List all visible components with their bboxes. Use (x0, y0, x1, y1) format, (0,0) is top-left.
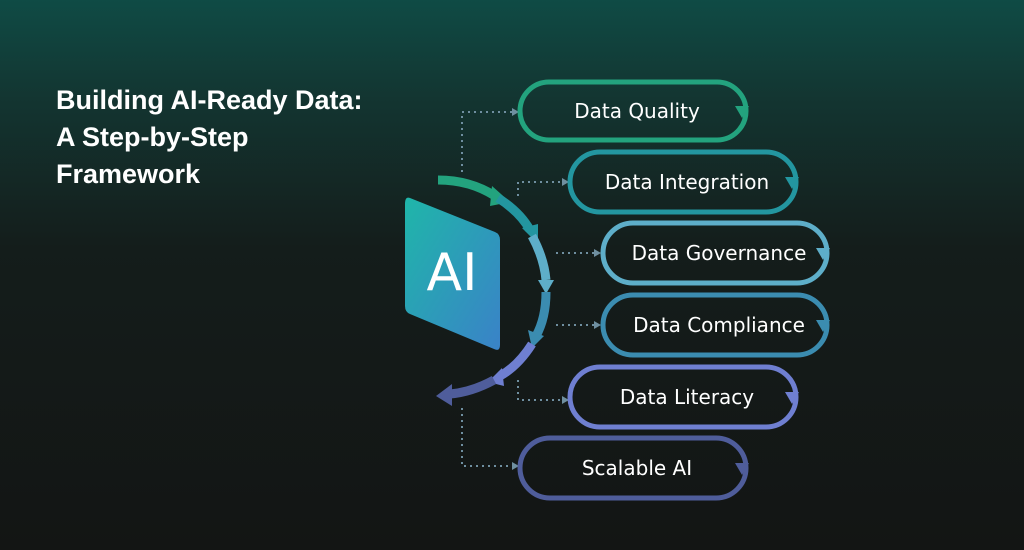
arc-segment (449, 376, 497, 399)
step-arrowhead (785, 177, 799, 189)
arc-segment (532, 291, 551, 339)
step-label: Data Compliance (633, 313, 805, 337)
step-arrowhead (735, 463, 749, 475)
connector-arrowheads (512, 108, 601, 470)
connector-line (461, 408, 512, 467)
arc-arrowhead (436, 384, 452, 406)
step-arrowhead (816, 248, 830, 260)
step-arrowhead (785, 392, 799, 404)
connector-arrowhead (562, 396, 569, 404)
step-data-governance: Data Governance (600, 220, 830, 286)
step-label: Data Integration (605, 170, 769, 194)
connector-arrowhead (594, 249, 601, 257)
step-data-literacy: Data Literacy (567, 364, 799, 430)
arc-arrowhead (538, 280, 554, 294)
step-label: Data Literacy (620, 385, 754, 409)
ai-badge-shape (405, 197, 500, 350)
arc-segment (528, 233, 551, 281)
step-data-compliance: Data Compliance (600, 292, 830, 358)
step-label: Data Governance (632, 241, 807, 265)
diagram-title: Building AI-Ready Data: A Step-by-Step F… (56, 82, 436, 193)
step-data-integration: Data Integration (567, 149, 799, 215)
title-line-2: A Step-by-Step (56, 122, 249, 152)
ai-badge: AI (405, 197, 500, 350)
connector-line (517, 181, 562, 196)
step-arrowhead (735, 106, 749, 118)
cycle-arrow (436, 175, 554, 406)
step-label: Scalable AI (582, 456, 692, 480)
connector-arrowhead (594, 321, 601, 329)
connector-line (517, 380, 562, 401)
connector-arrowhead (562, 178, 569, 186)
connector-line (461, 111, 512, 172)
connectors (461, 111, 594, 467)
arc-segment (437, 175, 498, 200)
arc-segment (495, 194, 534, 233)
step-data-quality: Data Quality (517, 79, 749, 143)
arc-arrowhead (528, 330, 544, 348)
step-scalable-ai: Scalable AI (517, 435, 749, 501)
ai-badge-label: AI (427, 243, 478, 303)
step-label: Data Quality (574, 99, 700, 123)
step-arrowhead (816, 320, 830, 332)
connector-arrowhead (512, 108, 519, 116)
title-line-1: Building AI-Ready Data: (56, 85, 363, 115)
title-line-3: Framework (56, 159, 201, 189)
connector-arrowhead (512, 462, 519, 470)
arc-segment (497, 341, 536, 380)
